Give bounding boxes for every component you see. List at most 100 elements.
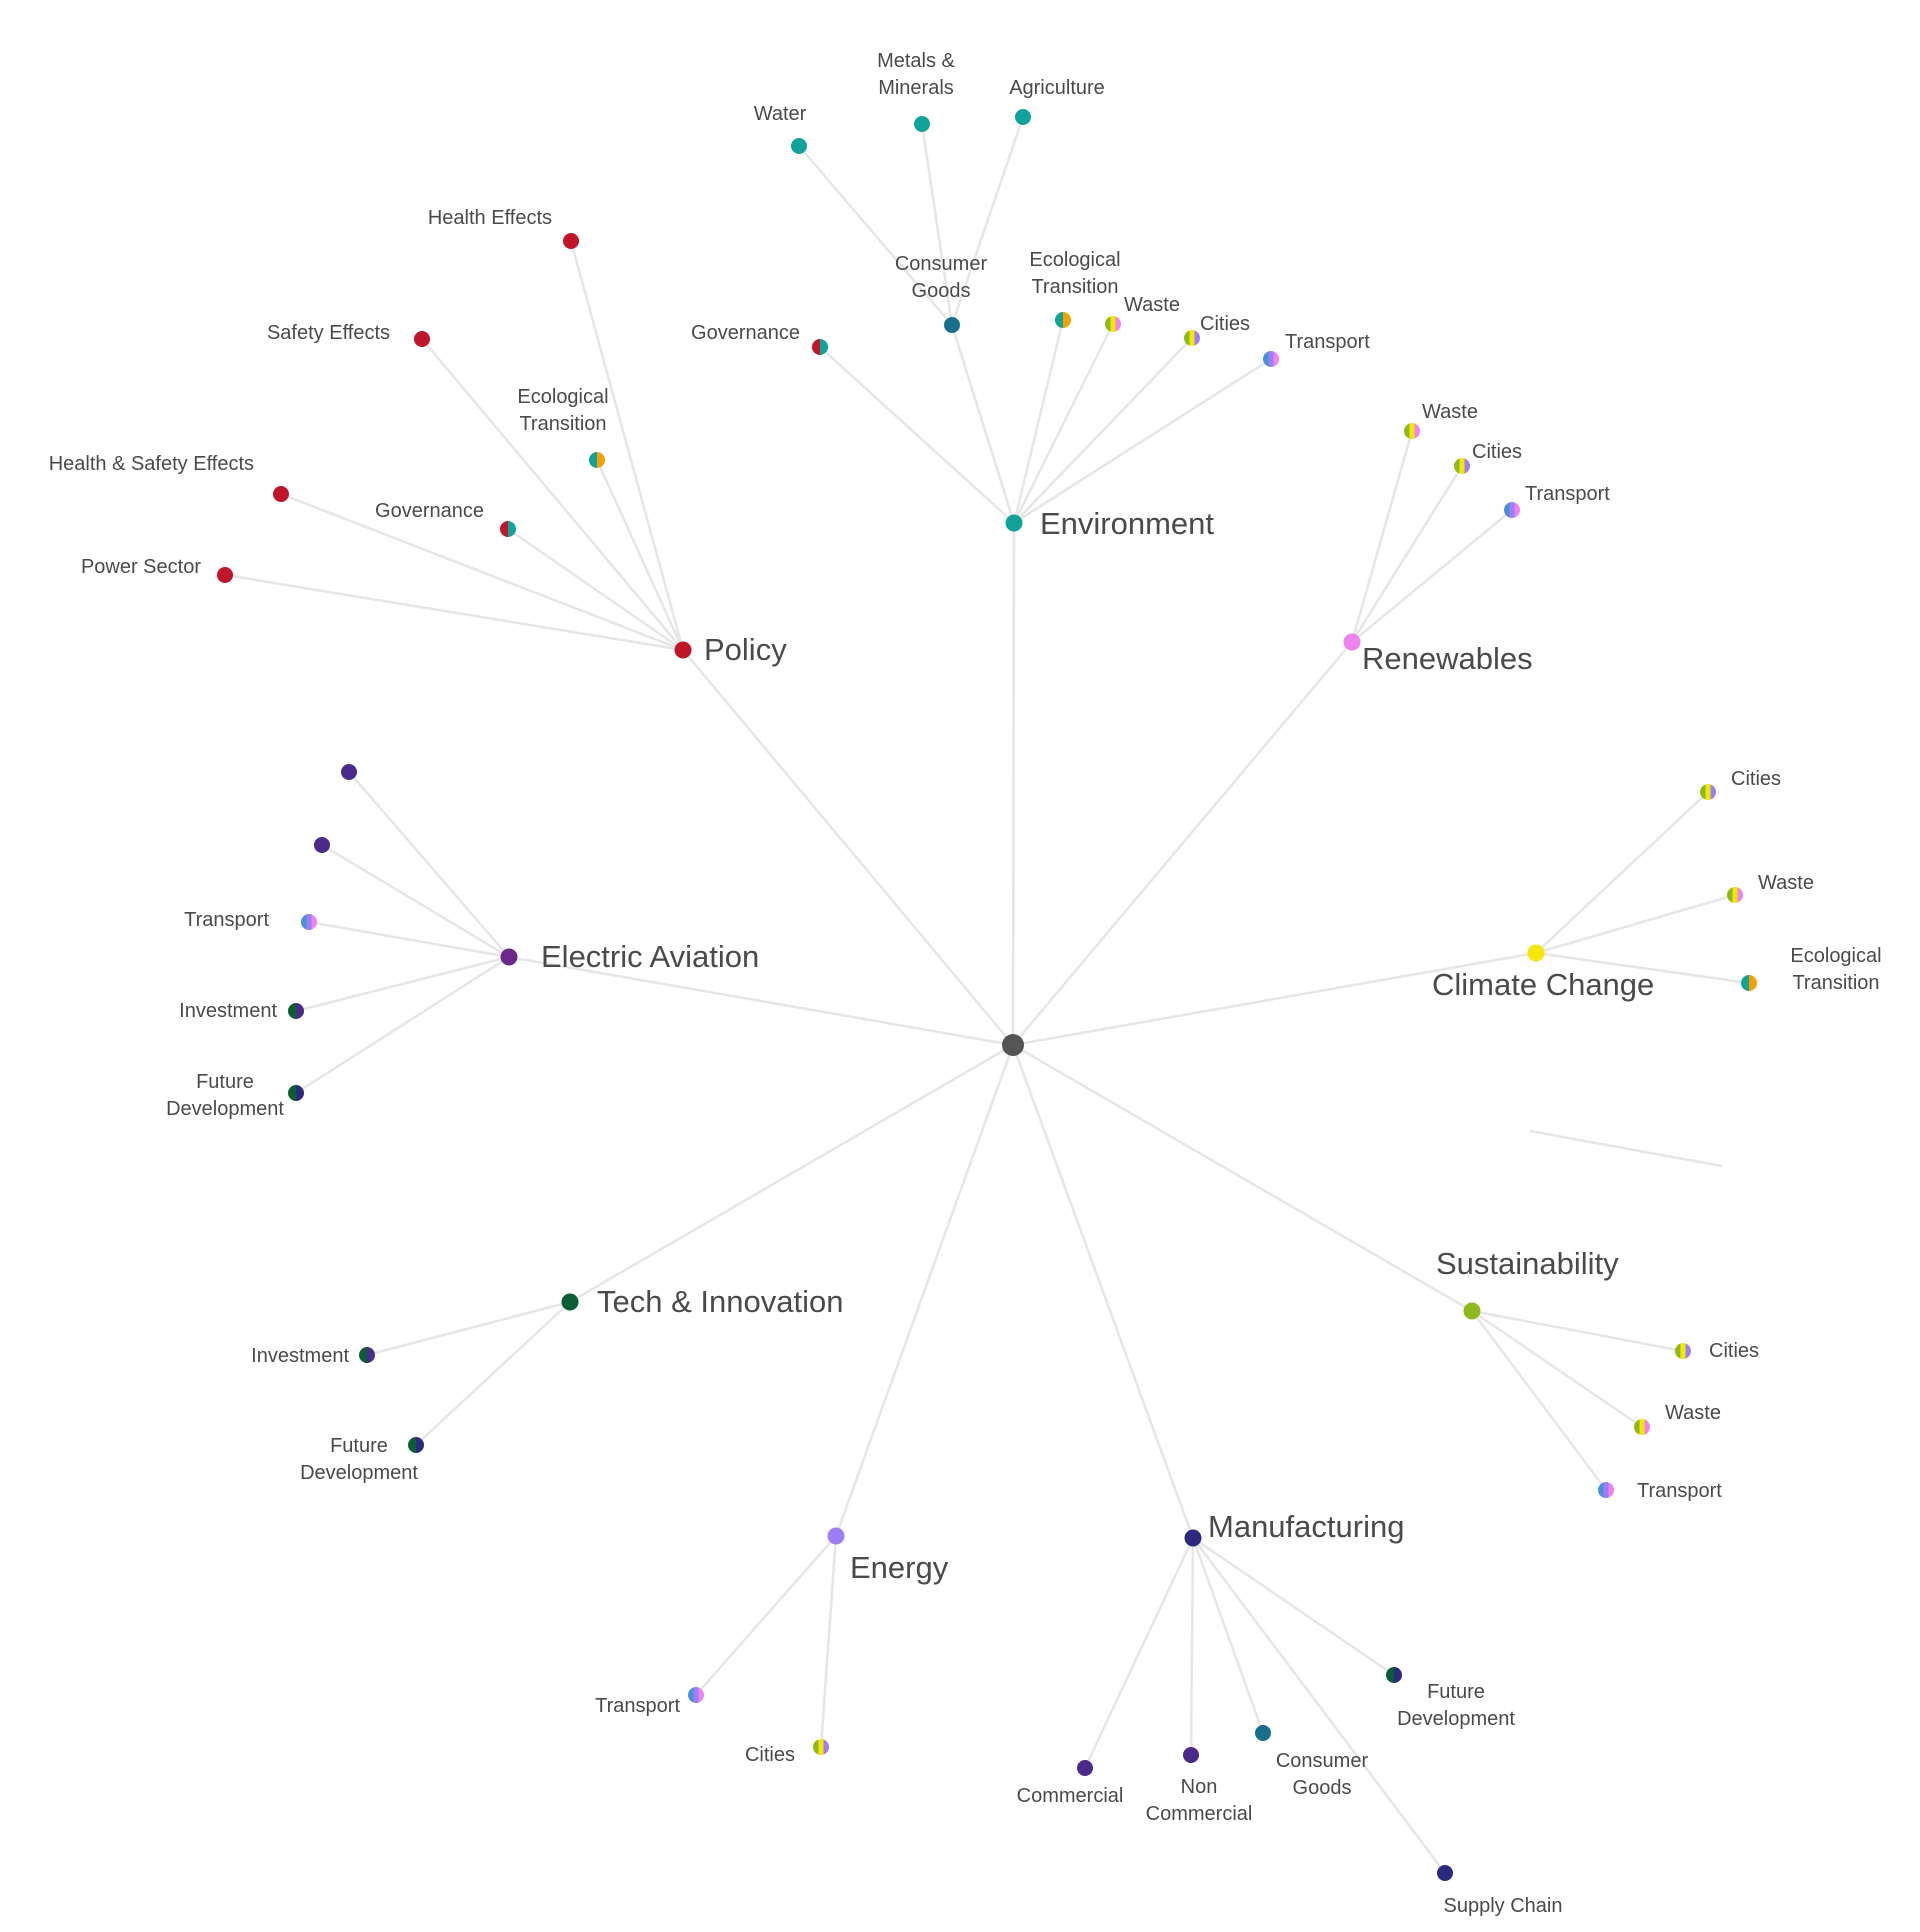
- edges-layer: [224, 116, 1750, 1874]
- label-renewables: Renewables: [1362, 641, 1533, 676]
- node-ti-future[interactable]: [408, 1437, 424, 1453]
- label-man-supply: Supply Chain: [1444, 1895, 1563, 1917]
- node-ren-transport[interactable]: [1504, 502, 1520, 518]
- node-root[interactable]: [1002, 1034, 1024, 1056]
- label-env-transport: Transport: [1285, 331, 1370, 353]
- node-ren-waste[interactable]: [1404, 423, 1420, 439]
- edge-electric-aviation-to-ea-investment: [295, 955, 510, 1013]
- node-env-agriculture[interactable]: [1015, 109, 1031, 125]
- node-env-metals[interactable]: [914, 116, 930, 132]
- node-environment[interactable]: [1005, 514, 1023, 532]
- node-ren-cities[interactable]: [1454, 458, 1470, 474]
- label-ren-transport: Transport: [1525, 483, 1610, 505]
- edge-root-to-policy: [682, 649, 1014, 1046]
- edge-manufacturing-to-man-noncommercial: [1189, 1537, 1195, 1756]
- label-en-cities: Cities: [745, 1744, 795, 1766]
- label-climate-change: Climate Change: [1432, 967, 1654, 1002]
- label-tech-innovation: Tech & Innovation: [597, 1284, 843, 1319]
- node-sus-cities[interactable]: [1675, 1343, 1691, 1359]
- node-pol-health[interactable]: [563, 233, 579, 249]
- node-env-ecological[interactable]: [1055, 312, 1071, 328]
- edge-root-to-renewables: [1012, 641, 1353, 1046]
- edge-electric-aviation-to-ea-transport: [308, 920, 510, 959]
- node-ea-investment[interactable]: [288, 1003, 304, 1019]
- node-man-commercial[interactable]: [1077, 1760, 1093, 1776]
- node-ea-unlabeled-1[interactable]: [341, 764, 357, 780]
- label-electric-aviation: Electric Aviation: [541, 939, 759, 974]
- node-pol-power[interactable]: [217, 567, 233, 583]
- node-tech-innovation[interactable]: [561, 1293, 579, 1311]
- edge-electric-aviation-to-ea-unlabeled-2: [321, 843, 510, 959]
- node-sus-transport[interactable]: [1598, 1482, 1614, 1498]
- node-ti-investment[interactable]: [359, 1347, 375, 1363]
- label-pol-health-safety: Health & Safety Effects: [49, 453, 254, 475]
- node-man-future[interactable]: [1386, 1667, 1402, 1683]
- node-man-consumer[interactable]: [1255, 1725, 1271, 1741]
- label-sustainability: Sustainability: [1436, 1246, 1619, 1281]
- node-ea-future[interactable]: [288, 1085, 304, 1101]
- edge-climate-change-to-cc-ecological: [1535, 951, 1750, 985]
- node-pol-health-safety[interactable]: [273, 486, 289, 502]
- node-en-cities[interactable]: [813, 1739, 829, 1755]
- node-man-supply[interactable]: [1437, 1865, 1453, 1881]
- node-electric-aviation[interactable]: [500, 948, 518, 966]
- edge-renewables-to-ren-cities: [1350, 465, 1464, 643]
- label-energy: Energy: [850, 1550, 949, 1585]
- edge-climate-change-to-cc-cities: [1535, 791, 1709, 954]
- node-policy[interactable]: [674, 641, 692, 659]
- edge-env-consumer-goods-to-env-metals: [920, 123, 954, 326]
- label-manufacturing: Manufacturing: [1208, 1509, 1404, 1544]
- node-cc-waste[interactable]: [1727, 887, 1743, 903]
- node-manufacturing[interactable]: [1184, 1529, 1202, 1547]
- label-env-water: Water: [754, 103, 807, 125]
- node-pol-safety[interactable]: [414, 331, 430, 347]
- node-energy[interactable]: [827, 1527, 845, 1545]
- node-renewables[interactable]: [1343, 633, 1361, 651]
- edge-energy-to-en-cities: [819, 1535, 838, 1748]
- node-ea-transport[interactable]: [301, 914, 317, 930]
- node-env-cities[interactable]: [1184, 330, 1200, 346]
- label-pol-power: Power Sector: [81, 556, 201, 578]
- node-ea-unlabeled-2[interactable]: [314, 837, 330, 853]
- label-ren-cities: Cities: [1472, 441, 1522, 463]
- edge-env-consumer-goods-to-env-agriculture: [950, 116, 1025, 326]
- edge-manufacturing-to-man-supply: [1192, 1537, 1446, 1874]
- label-env-governance: Governance: [691, 322, 800, 344]
- node-sus-waste[interactable]: [1634, 1419, 1650, 1435]
- label-sus-waste: Waste: [1665, 1402, 1721, 1424]
- edge-sustainability-to-sus-transport: [1470, 1310, 1608, 1491]
- nodes-layer: [217, 109, 1757, 1881]
- node-climate-change[interactable]: [1527, 944, 1545, 962]
- label-ea-investment: Investment: [179, 1000, 277, 1022]
- node-pol-ecological[interactable]: [589, 452, 605, 468]
- label-env-metals: Metals &Minerals: [877, 50, 955, 99]
- node-man-noncommercial[interactable]: [1183, 1747, 1199, 1763]
- node-cc-cities[interactable]: [1700, 784, 1716, 800]
- edge-env-consumer-goods-to-env-water: [798, 145, 953, 326]
- node-env-consumer-goods[interactable]: [944, 317, 960, 333]
- edge-root-to-energy: [834, 1044, 1015, 1537]
- edge-environment-to-env-governance: [819, 346, 1015, 524]
- label-env-cities: Cities: [1200, 313, 1250, 335]
- node-cc-ecological[interactable]: [1741, 975, 1757, 991]
- label-environment: Environment: [1040, 506, 1214, 541]
- node-env-waste[interactable]: [1105, 316, 1121, 332]
- edge-manufacturing-to-man-commercial: [1083, 1537, 1195, 1769]
- node-env-governance[interactable]: [812, 339, 828, 355]
- node-sustainability[interactable]: [1463, 1302, 1481, 1320]
- node-env-water[interactable]: [791, 138, 807, 154]
- edge-root-to-sustainability: [1012, 1043, 1473, 1313]
- node-env-transport[interactable]: [1263, 351, 1279, 367]
- node-pol-governance[interactable]: [500, 521, 516, 537]
- label-pol-governance: Governance: [375, 500, 484, 522]
- edge-sustainability-to-sus-waste: [1471, 1309, 1643, 1429]
- node-en-transport[interactable]: [688, 1687, 704, 1703]
- edge-environment-to-env-cities: [1013, 337, 1193, 524]
